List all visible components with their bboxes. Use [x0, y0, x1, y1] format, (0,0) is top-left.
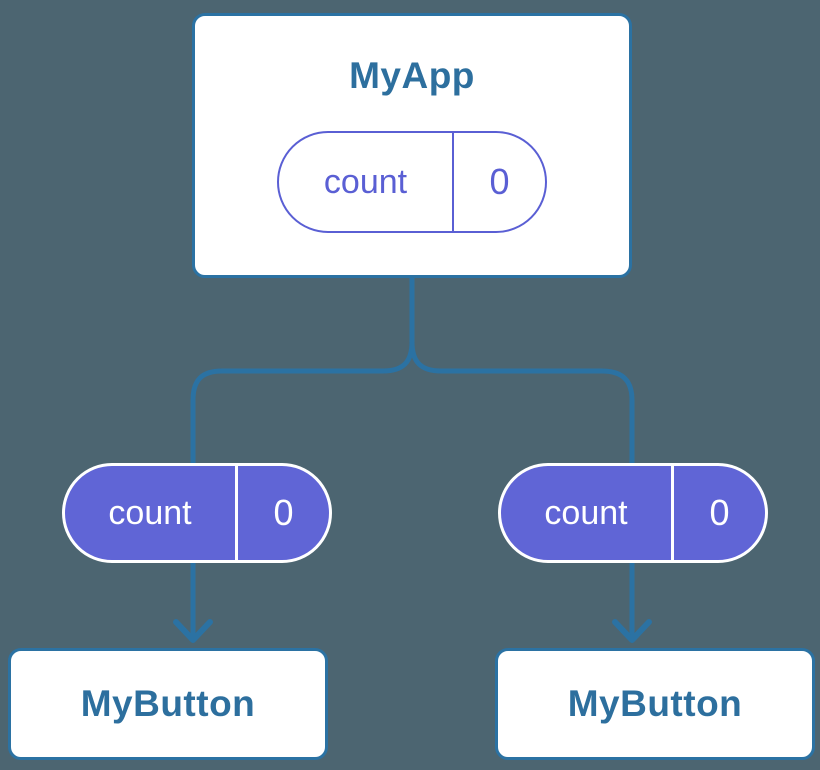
prop-pill-label: count [108, 493, 192, 532]
prop-pill-left: count 0 [62, 463, 332, 563]
connector-branch-right [409, 341, 635, 464]
node-title-mybutton: MyButton [567, 683, 743, 724]
arrow-down-icon [173, 619, 213, 643]
state-pill: count 0 [277, 131, 547, 233]
pill-divider [671, 466, 674, 560]
node-myapp: MyApp count 0 [192, 13, 632, 278]
arrow-down-icon [612, 619, 652, 643]
state-pill-value: 0 [489, 161, 510, 202]
prop-pill-value: 0 [709, 492, 730, 533]
state-pill-label: count [323, 162, 408, 201]
node-title-myapp: MyApp [349, 55, 475, 96]
prop-pill-right: count 0 [498, 463, 768, 563]
prop-pill-value: 0 [273, 492, 294, 533]
node-mybutton-right: MyButton [495, 648, 815, 760]
connector-branch-left [190, 341, 415, 464]
node-mybutton-left: MyButton [8, 648, 328, 760]
prop-pill-label: count [544, 493, 628, 532]
node-title-mybutton: MyButton [80, 683, 256, 724]
pill-divider [452, 133, 454, 231]
pill-divider [235, 466, 238, 560]
